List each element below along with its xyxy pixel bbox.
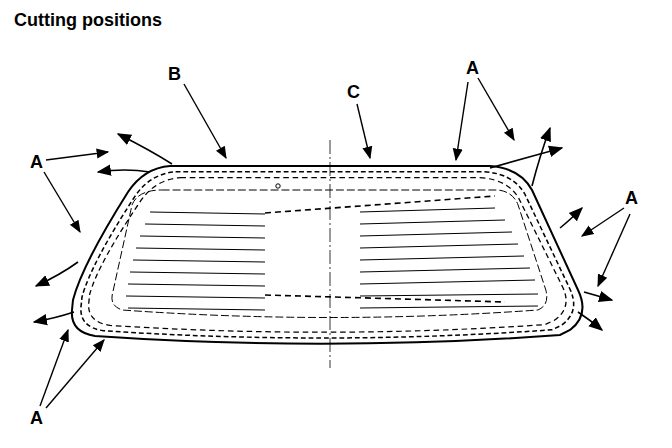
molding-line (81, 172, 574, 338)
callout-letter: A (625, 188, 638, 208)
leader-lines (40, 78, 630, 408)
glass-outline (72, 166, 583, 344)
callout-letter: B (168, 64, 181, 84)
diagram-title: Cutting positions (14, 10, 162, 31)
callout-letter: A (30, 152, 43, 172)
hidden-line (265, 295, 505, 302)
glass-inner-edge (112, 190, 547, 318)
callout-letter: A (30, 408, 43, 428)
cut-arrows (34, 128, 612, 330)
defroster-lines (126, 208, 538, 310)
mark-hole (276, 184, 280, 188)
callout-letter: C (347, 82, 360, 102)
callout-letter: A (466, 58, 479, 78)
center-line (330, 140, 331, 368)
hidden-line (265, 196, 495, 213)
molding-line (89, 178, 566, 333)
